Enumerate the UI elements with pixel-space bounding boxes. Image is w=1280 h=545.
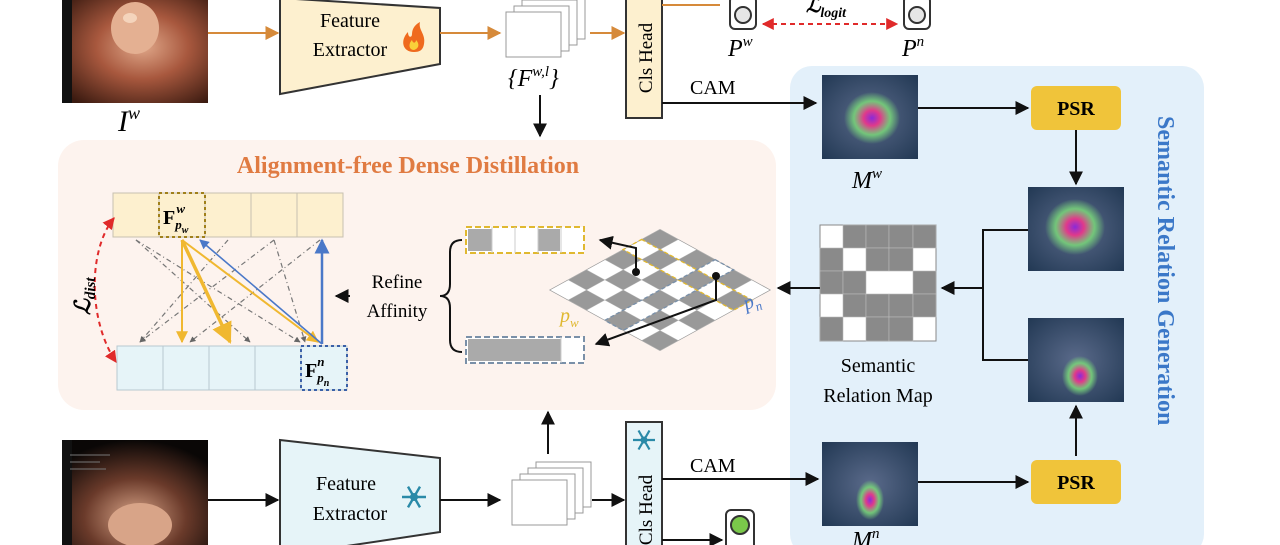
top-token-row	[112, 192, 344, 238]
logit-loss-label: ℒlogit	[806, 0, 847, 21]
top-features-label: {Fw,l}	[508, 64, 559, 92]
top-prob-n-indicator	[903, 0, 931, 30]
bottom-input-image	[62, 440, 208, 545]
pw-label: pw	[558, 305, 579, 330]
dist-loss-arrow	[93, 217, 117, 363]
yellow-affinity-arrows	[176, 239, 319, 344]
bottom-feature-extractor	[279, 438, 441, 545]
cam-map-w	[822, 75, 918, 159]
blue-affinity-arrows	[199, 238, 330, 345]
refined-map-n	[1028, 318, 1124, 402]
relation-map-label-2: Relation Map	[823, 385, 932, 407]
top-extractor-label-2: Extractor	[313, 39, 388, 61]
refine-token-top	[465, 226, 585, 254]
semantic-panel	[790, 66, 1204, 545]
bottom-extractor-label-2: Extractor	[313, 503, 388, 525]
psr-bottom-box	[1031, 460, 1121, 504]
bottom-feature-stack	[511, 461, 592, 526]
feat-top-label: Fpww	[163, 201, 189, 236]
refine-token-bottom	[465, 336, 585, 364]
relation-map-label-1: Semantic	[841, 355, 916, 377]
bottom-extractor-label-1: Feature	[316, 473, 376, 495]
cam-label-top: CAM	[690, 77, 736, 99]
cam-map-n	[822, 442, 918, 526]
bottom-prob-indicator	[725, 509, 755, 545]
refine-label-2: Affinity	[367, 301, 428, 322]
feat-bottom-label: Fpnn	[305, 354, 330, 389]
prob-n-label: Pn	[901, 34, 924, 62]
top-input-image	[62, 0, 208, 103]
psr-top-box	[1031, 86, 1121, 130]
top-prob-w-indicator	[729, 0, 757, 30]
refine-brace	[439, 239, 463, 353]
semantic-title: Semantic Relation Generation	[1152, 116, 1178, 425]
top-feature-extractor	[279, 0, 441, 96]
dist-loss-label: ℒdist	[70, 277, 99, 315]
prob-w-label: Pw	[727, 34, 753, 62]
bottom-cls-head-label: Cls Head	[636, 474, 657, 545]
map-n-label: Mn	[851, 526, 880, 545]
top-image-label: Iw	[117, 103, 140, 138]
psr-top-label: PSR	[1057, 98, 1095, 120]
psr-bottom-label: PSR	[1057, 472, 1095, 494]
bottom-token-row	[116, 345, 348, 391]
distillation-title: Alignment-free Dense Distillation	[237, 153, 579, 179]
top-cls-head	[625, 0, 663, 119]
top-cls-head-label: Cls Head	[636, 22, 657, 93]
refined-map-w	[1028, 187, 1124, 271]
map-w-label: Mw	[851, 166, 882, 194]
snowflake-icon	[402, 485, 426, 509]
top-feature-stack	[505, 0, 586, 58]
affinity-grid	[548, 228, 772, 352]
refine-label-1: Refine	[372, 272, 423, 293]
merge-lines	[982, 229, 1028, 361]
snowflake-icon	[633, 429, 655, 451]
grid-pointers	[594, 235, 720, 347]
top-extractor-label-1: Feature	[320, 10, 380, 32]
cam-label-bottom: CAM	[690, 455, 736, 477]
semantic-relation-map	[819, 224, 937, 342]
fire-icon	[403, 22, 425, 52]
